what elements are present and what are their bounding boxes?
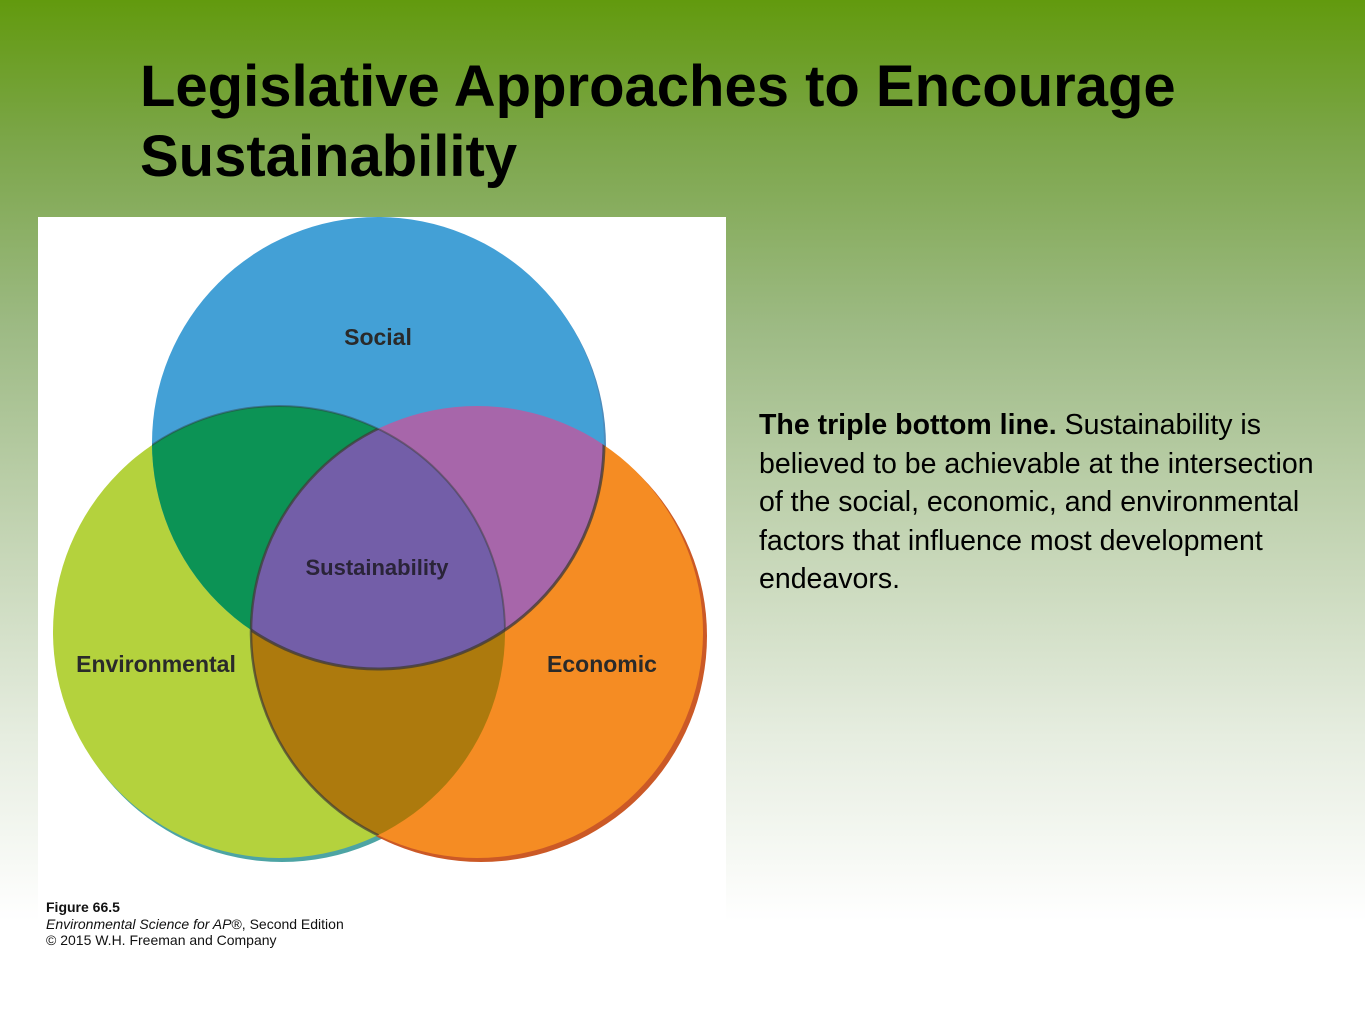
figure-number: Figure 66.5 — [46, 899, 120, 915]
description-text: The triple bottom line. Sustainability i… — [759, 406, 1339, 599]
description-body: Sustainability is believed to be achieva… — [759, 409, 1314, 595]
figure-copyright: © 2015 W.H. Freeman and Company — [46, 932, 277, 948]
book-title: Environmental Science for AP — [46, 915, 232, 932]
label-environmental: Environmental — [76, 651, 236, 677]
venn-diagram: Social Environmental Economic Sustainabi… — [53, 217, 707, 862]
book-title-suffix: ®, Second Edition — [231, 915, 344, 932]
sustainability-overlap — [251, 406, 505, 669]
figure-source: Environmental Science for AP®, Second Ed… — [46, 916, 344, 933]
description-lead: The triple bottom line. — [759, 409, 1057, 441]
figure-caption: Figure 66.5 Environmental Science for AP… — [46, 899, 344, 949]
label-economic: Economic — [547, 651, 657, 677]
figure-panel: Social Environmental Economic Sustainabi… — [38, 217, 726, 952]
label-sustainability: Sustainability — [305, 555, 449, 580]
label-social: Social — [344, 324, 412, 350]
economic-edge-stroke — [249, 406, 505, 858]
slide-title: Legislative Approaches to Encourage Sust… — [140, 54, 1176, 189]
